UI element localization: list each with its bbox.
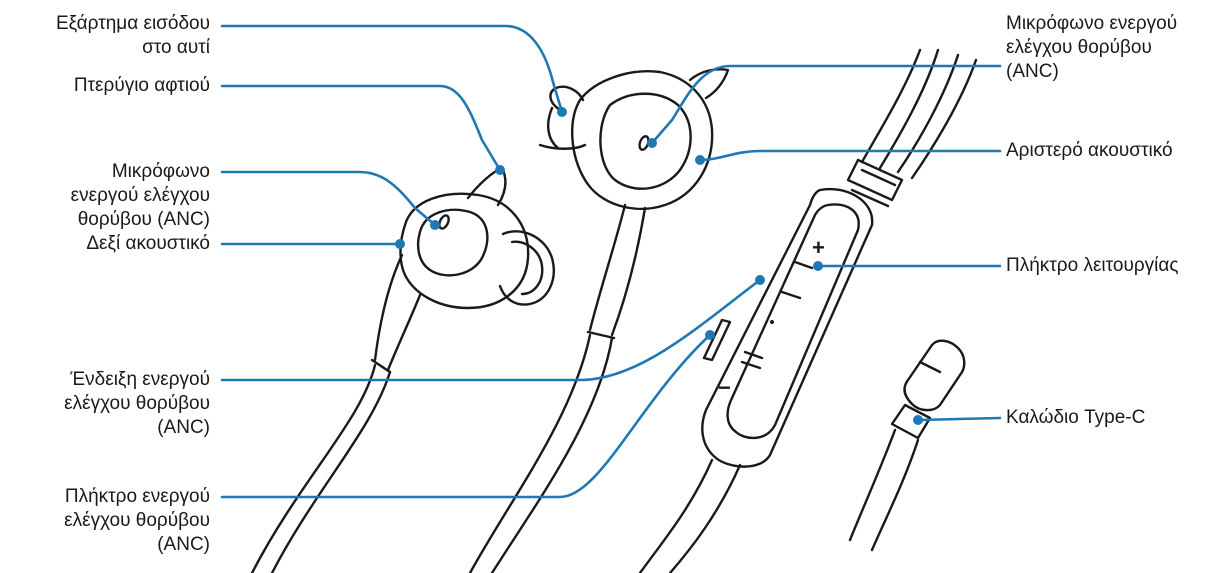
- label-right-anc-mic-line2: ενεργού ελέγχου: [70, 185, 210, 206]
- label-function-key: Πλήκτρο λειτουργίας: [1006, 254, 1179, 278]
- label-right-earphone: Δεξί ακουστικό: [86, 232, 210, 256]
- label-ear-adapter-line1: Εξάρτημα εισόδου: [56, 13, 210, 34]
- leader-lines: [220, 24, 1002, 499]
- remote-plus: +: [812, 235, 825, 260]
- label-right-anc-mic-line3: θορύβου (ANC): [77, 209, 210, 230]
- label-anc-indicator-line1: Ένδειξη ενεργού: [70, 369, 210, 390]
- label-left-earphone: Αριστερό ακουστικό: [1006, 139, 1173, 163]
- label-left-earphone-line1: Αριστερό ακουστικό: [1006, 140, 1173, 161]
- label-ear-adapter-line2: στο αυτί: [142, 37, 210, 58]
- label-anc-key-line1: Πλήκτρο ενεργού: [64, 486, 210, 507]
- label-type-c-cable-line1: Καλώδιο Type-C: [1006, 407, 1146, 428]
- type-c-drawing: [848, 339, 966, 552]
- remote-minus: −: [718, 375, 731, 400]
- label-left-anc-mic-line2: ελέγχου θορύβου: [1006, 37, 1152, 58]
- label-anc-key-line3: (ANC): [157, 534, 210, 555]
- label-anc-key: Πλήκτρο ενεργού ελέγχου θορύβου (ANC): [64, 485, 210, 557]
- label-right-earphone-line1: Δεξί ακουστικό: [86, 233, 210, 254]
- left-earphone-drawing: [468, 68, 730, 573]
- remote-drawing: [638, 187, 874, 573]
- upper-cables-drawing: [846, 48, 978, 208]
- label-ear-wing-line1: Πτερύγιο αφτιού: [73, 75, 210, 96]
- label-right-anc-mic-line1: Μικρόφωνο: [111, 161, 210, 182]
- label-function-key-line1: Πλήκτρο λειτουργίας: [1006, 255, 1179, 276]
- leader-dots: [395, 107, 923, 425]
- label-left-anc-mic: Μικρόφωνο ενεργού ελέγχου θορύβου (ANC): [1006, 12, 1177, 84]
- label-anc-indicator: Ένδειξη ενεργού ελέγχου θορύβου (ANC): [64, 368, 210, 440]
- label-anc-indicator-line3: (ANC): [157, 417, 210, 438]
- label-type-c-cable: Καλώδιο Type-C: [1006, 406, 1145, 430]
- label-anc-indicator-line2: ελέγχου θορύβου: [64, 393, 210, 414]
- label-ear-adapter: Εξάρτημα εισόδου στο αυτί: [56, 12, 210, 60]
- label-anc-key-line2: ελέγχου θορύβου: [64, 510, 210, 531]
- right-earphone-drawing: [250, 166, 555, 573]
- label-right-anc-mic: Μικρόφωνο ενεργού ελέγχου θορύβου (ANC): [71, 160, 210, 232]
- label-ear-wing: Πτερύγιο αφτιού: [74, 74, 210, 98]
- label-left-anc-mic-line1: Μικρόφωνο ενεργού: [1006, 13, 1178, 34]
- label-left-anc-mic-line3: (ANC): [1006, 61, 1059, 82]
